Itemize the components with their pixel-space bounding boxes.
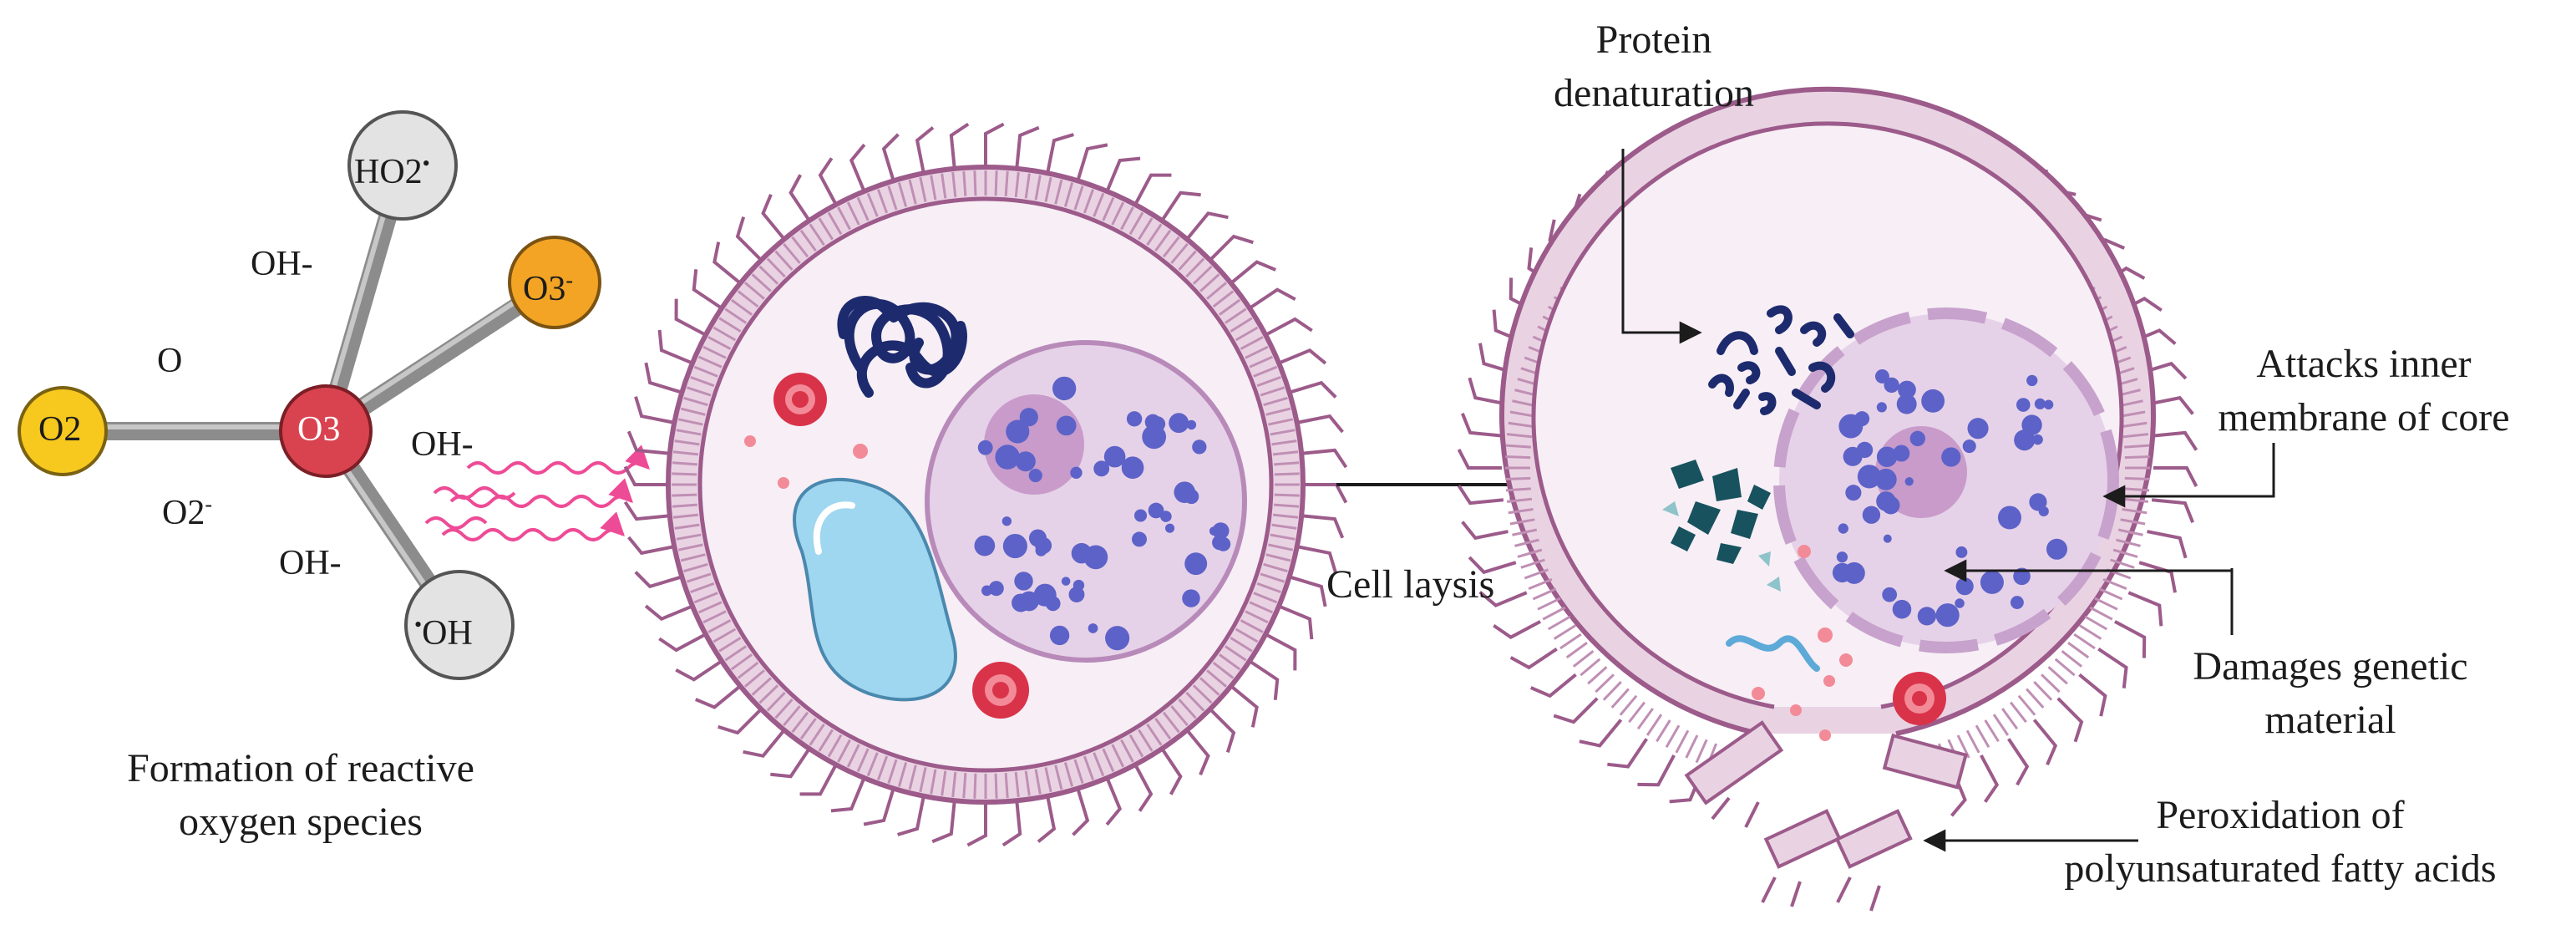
- protein-line1: Protein: [1595, 18, 1712, 62]
- ros-caption-line2: oxygen species: [179, 800, 423, 844]
- dna-tangle: [837, 296, 967, 398]
- o-label: O: [157, 342, 183, 380]
- vacuole: [793, 477, 957, 702]
- protein-fragments: [1708, 305, 1854, 415]
- oh-label-bottom: OH-: [279, 544, 342, 582]
- ho2-node: [347, 110, 458, 221]
- damaged-cell: [1457, 86, 2198, 912]
- energy-waves: [424, 445, 650, 541]
- lipid-line2: polyunsaturated fatty acids: [2064, 846, 2497, 891]
- damaged-red-granules: [1752, 545, 1946, 741]
- o3-node: [279, 384, 373, 478]
- o2-node: [18, 386, 108, 476]
- o3minus-node-label: O3-: [523, 268, 574, 308]
- o3-node-label: O3O3: [297, 410, 341, 449]
- membrane-attack-label: Attacks inner membrane of core: [2172, 338, 2556, 445]
- ho2-node-label: HO2•: [354, 151, 430, 191]
- dna-fragment: [1726, 635, 1820, 672]
- oh-label-top: OH-: [251, 245, 313, 283]
- red-granules: [744, 373, 1029, 719]
- damaged-organelle: [1671, 460, 1771, 564]
- lipid-peroxidation-label: Peroxidation of polyunsaturated fatty ac…: [2005, 789, 2556, 896]
- damaged-chromatin: [1832, 369, 2067, 628]
- genetic-damage-label: Damages genetic material: [2138, 640, 2523, 747]
- ros-caption: Formation of reactive oxygen species: [50, 742, 551, 849]
- annotation-leaders: [1621, 149, 2275, 852]
- healthy-nucleus: [925, 340, 1247, 663]
- membrane-line1: Attacks inner: [2256, 342, 2472, 386]
- healthy-cell-lipid-bilayer: [672, 170, 1300, 799]
- genetic-line2: material: [2264, 698, 2396, 742]
- protein-line2: denaturation: [1554, 71, 1754, 115]
- membrane-fragments: [1684, 720, 1968, 912]
- o3minus-node: [508, 236, 601, 329]
- o2-node-label: O2: [38, 410, 82, 449]
- oh-label-right: OH-: [411, 425, 474, 464]
- protein-denaturation-label: Protein denaturation: [1495, 13, 1813, 120]
- healthy-cell-receptors: [623, 122, 1348, 847]
- molecule-nodes: [18, 110, 601, 680]
- damaged-nucleus: [1773, 307, 2119, 653]
- cell-laysis-label: Cell laysis: [1326, 562, 1495, 607]
- chromatin: [974, 376, 1231, 651]
- damaged-organelle-debris: [1662, 501, 1781, 592]
- oh-node: [404, 570, 515, 680]
- lipid-line1: Peroxidation of: [2156, 793, 2405, 837]
- healthy-cell: [623, 122, 1348, 847]
- oh-node-label: •OH: [414, 612, 473, 653]
- genetic-line1: Damages genetic: [2193, 644, 2468, 688]
- membrane-line2: membrane of core: [2218, 395, 2510, 440]
- ros-caption-line1: Formation of reactive: [127, 746, 474, 790]
- o2-minus-label: O2-: [162, 492, 213, 532]
